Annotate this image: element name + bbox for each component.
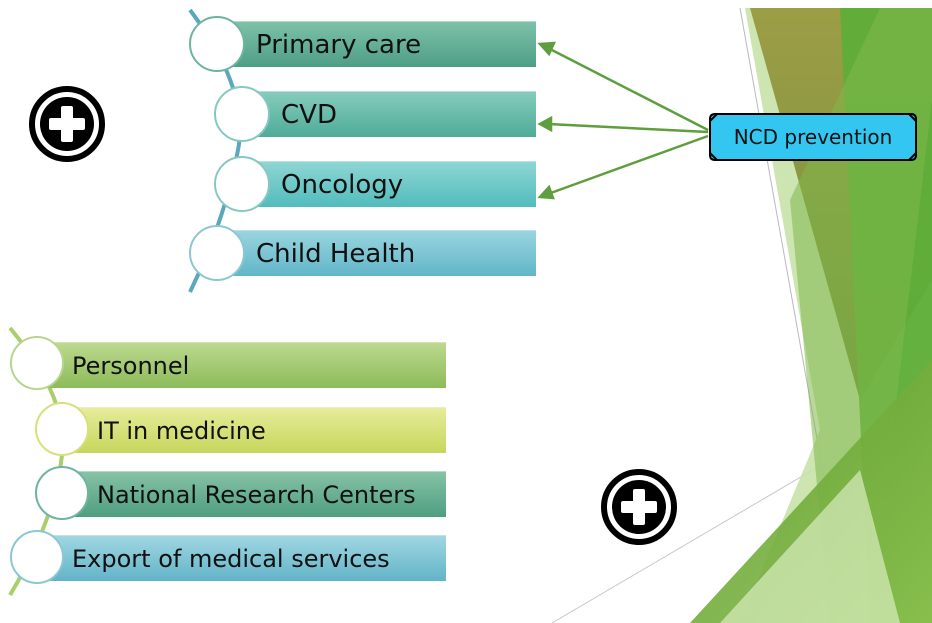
bullet-circle bbox=[10, 530, 64, 584]
plus-circle-icon bbox=[601, 469, 677, 545]
list-item-label: CVD bbox=[281, 100, 337, 130]
list-item: Child Health bbox=[218, 230, 536, 276]
list-item: Primary care bbox=[218, 21, 536, 67]
bullet-circle bbox=[35, 402, 89, 456]
list-item-label: Oncology bbox=[281, 170, 404, 200]
list-item: CVD bbox=[243, 91, 536, 137]
list-item-label: IT in medicine bbox=[97, 417, 266, 445]
list-item-label: Child Health bbox=[256, 239, 416, 269]
plus-circle-icon bbox=[29, 86, 105, 162]
bullet-circle bbox=[214, 86, 270, 142]
bullet-circle bbox=[189, 16, 245, 72]
list-item: Personnel bbox=[38, 342, 446, 388]
bullet-circle bbox=[214, 156, 270, 212]
list-item: IT in medicine bbox=[63, 407, 446, 453]
callout-shape bbox=[709, 113, 917, 161]
bullet-circle bbox=[35, 466, 89, 520]
list-item-label: Export of medical services bbox=[72, 545, 390, 573]
list-item-label: Personnel bbox=[72, 352, 190, 380]
list-item: Export of medical services bbox=[38, 535, 446, 581]
bullet-circle bbox=[10, 336, 64, 390]
list-item-label: National Research Centers bbox=[97, 481, 416, 509]
bullet-circle bbox=[189, 225, 245, 281]
callout-label: NCD prevention bbox=[733, 125, 893, 149]
list-item: Oncology bbox=[243, 161, 536, 207]
list-item: National Research Centers bbox=[63, 471, 446, 517]
list-item-label: Primary care bbox=[256, 30, 422, 60]
